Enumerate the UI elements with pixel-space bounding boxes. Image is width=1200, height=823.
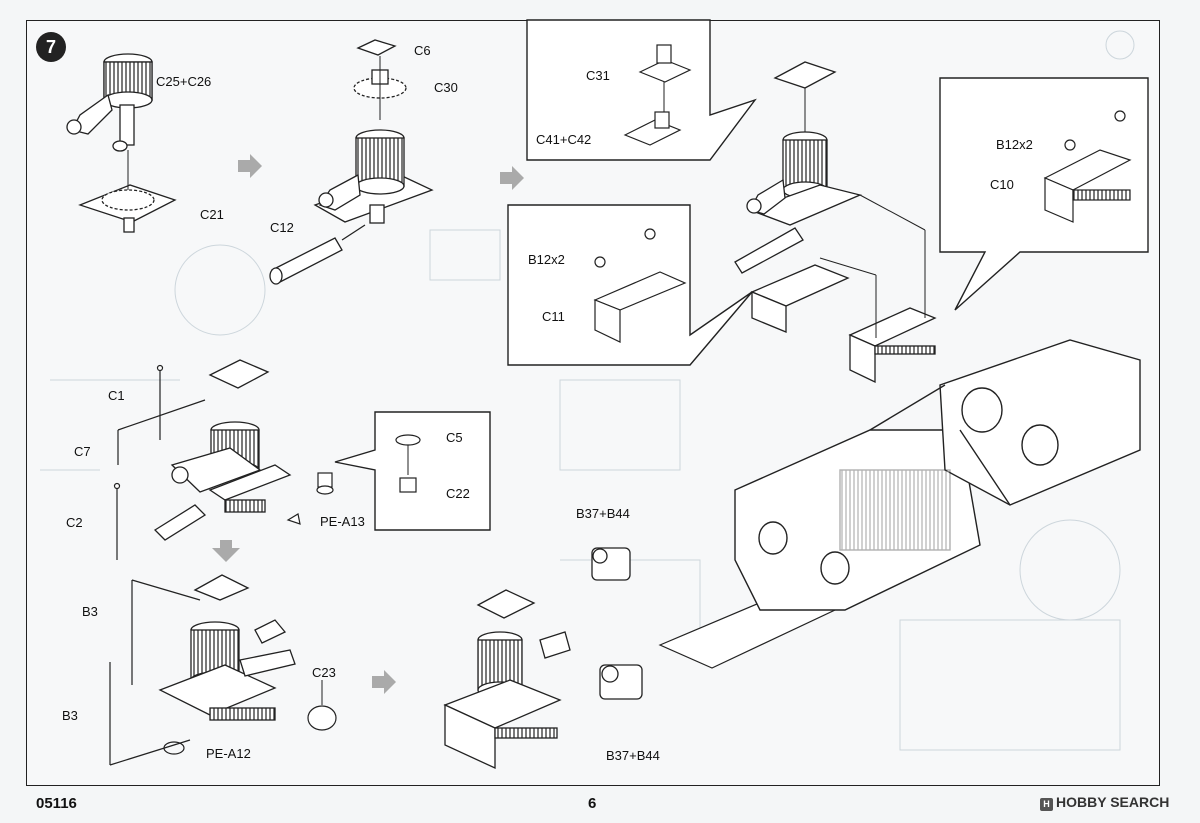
leader-lines-main — [819, 194, 926, 338]
part-pe-a13 — [286, 513, 301, 525]
part-c41-c42 — [623, 111, 682, 146]
part-c1 — [156, 364, 164, 440]
part-b37-b44-upper — [591, 547, 631, 581]
callout-b3-bottom: B3 — [62, 708, 78, 723]
step-arrow-1 — [238, 154, 262, 178]
callout-c7: C7 — [74, 444, 91, 459]
callout-c23: C23 — [312, 665, 336, 680]
part-c5 — [395, 434, 421, 446]
part-c10-main — [848, 307, 937, 384]
assembly-bottom-center — [443, 589, 571, 770]
part-b37-b44-lower — [599, 664, 643, 700]
background-ghost-drawing — [40, 30, 1140, 751]
callout-c21: C21 — [200, 207, 224, 222]
step-arrow-4 — [372, 670, 396, 694]
part-c10-detail — [1043, 110, 1132, 223]
assembly-bottom-left — [158, 574, 296, 721]
assembly-left-middle — [153, 359, 292, 541]
callout-b3-top: B3 — [82, 604, 98, 619]
kit-code: 05116 — [36, 795, 77, 812]
inset-c5-c22 — [334, 411, 491, 531]
callout-c31: C31 — [586, 68, 610, 83]
part-c31 — [638, 44, 692, 83]
assembly-main-rotor — [734, 61, 863, 274]
part-pe-a12 — [163, 741, 185, 755]
callout-c12: C12 — [270, 220, 294, 235]
part-c7 — [117, 399, 206, 465]
callout-c22: C22 — [446, 486, 470, 501]
part-c11-main — [750, 264, 850, 333]
callout-c6: C6 — [414, 43, 431, 58]
part-c2 — [113, 482, 121, 560]
part-c12 — [269, 224, 366, 285]
step-arrow-2 — [500, 166, 524, 190]
callout-b12x2-right: B12x2 — [996, 137, 1033, 152]
inset-c31-c41 — [526, 19, 757, 161]
callout-pe-a13: PE-A13 — [320, 514, 365, 529]
callout-pe-a12: PE-A12 — [206, 746, 251, 761]
part-c22 — [399, 477, 417, 493]
part-c23 — [307, 705, 337, 731]
part-b3-upper — [131, 579, 201, 685]
callout-c5: C5 — [446, 430, 463, 445]
callout-c30: C30 — [434, 80, 458, 95]
callout-b37-b44-top: B37+B44 — [576, 506, 630, 521]
callout-c11: C11 — [542, 309, 565, 324]
assembly-rotor-housing — [313, 129, 434, 224]
callout-c1: C1 — [108, 388, 125, 403]
part-c11-detail — [593, 228, 687, 343]
page-number: 6 — [588, 795, 597, 812]
watermark-text: HOBBY SEARCH — [1056, 794, 1170, 810]
inset-c10 — [939, 77, 1149, 311]
callout-c10: C10 — [990, 177, 1014, 192]
hull-section — [734, 339, 1141, 611]
callout-b12x2-left: B12x2 — [528, 252, 565, 267]
step-arrow-3 — [212, 540, 240, 562]
part-c21 — [78, 184, 177, 233]
part-c25-c26 — [66, 53, 153, 152]
callout-c25-c26: C25+C26 — [156, 74, 212, 89]
callout-b37-b44-bottom: B37+B44 — [606, 748, 660, 763]
step-number-badge: 7 — [36, 32, 66, 62]
part-c22-main — [316, 472, 334, 495]
part-b3-lower — [109, 662, 191, 766]
part-c6 — [356, 39, 397, 56]
callout-c41-c42: C41+C42 — [536, 132, 592, 147]
hobby-search-logo-icon: H — [1040, 798, 1053, 811]
callout-c2: C2 — [66, 515, 83, 530]
